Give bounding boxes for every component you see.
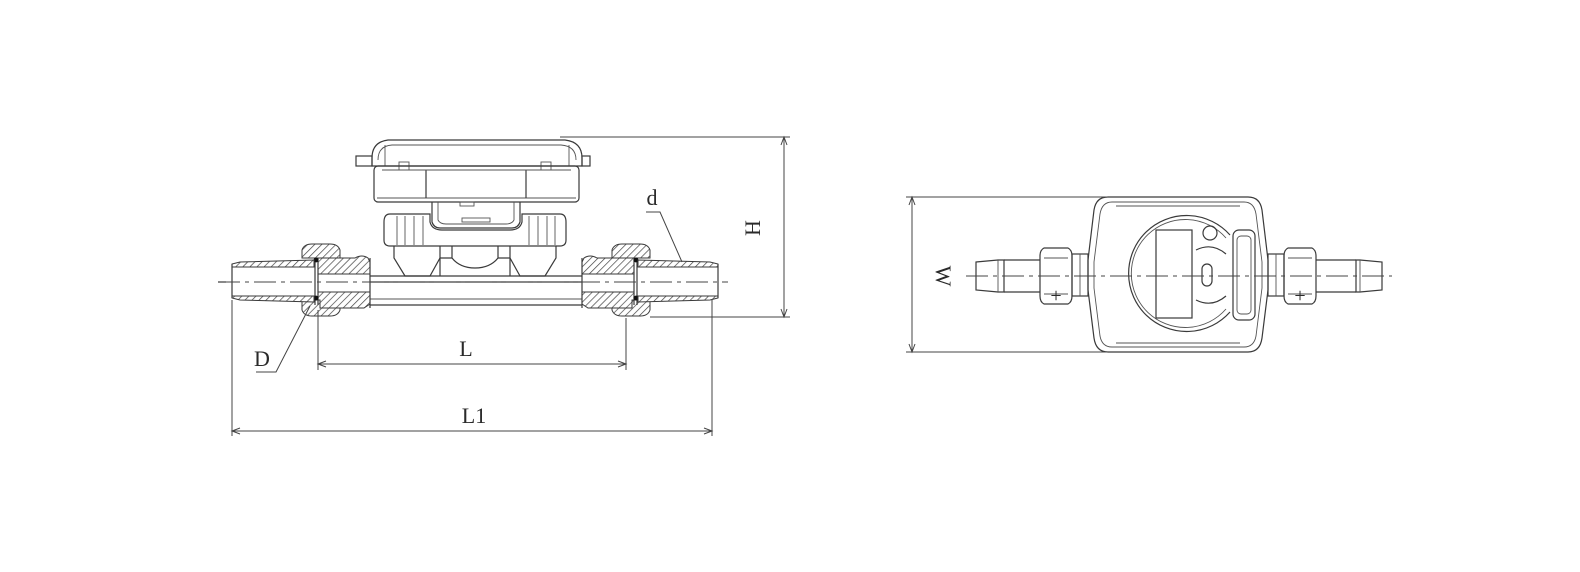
plus-mark: + bbox=[1050, 285, 1061, 307]
left-union-nut bbox=[301, 243, 341, 317]
dimension-W: W bbox=[906, 195, 1108, 354]
button-slot bbox=[1201, 263, 1213, 287]
side-view: H L L1 D d bbox=[218, 135, 790, 436]
dimension-L1: L1 bbox=[230, 300, 714, 436]
dimension-L: L bbox=[316, 310, 628, 370]
register-dial bbox=[1128, 214, 1231, 333]
label-H: H bbox=[740, 220, 765, 236]
dimension-H: H bbox=[560, 135, 790, 319]
label-d: d bbox=[647, 185, 658, 210]
housing-top bbox=[1087, 196, 1269, 353]
top-left-connector: + bbox=[975, 247, 1089, 307]
lcd-display bbox=[1155, 229, 1193, 319]
left-tailpiece bbox=[231, 259, 315, 303]
right-union-nut bbox=[611, 243, 651, 317]
side-handle bbox=[1232, 229, 1256, 321]
plus-mark: + bbox=[1294, 285, 1305, 307]
label-L: L bbox=[459, 336, 472, 361]
pipe-body bbox=[370, 275, 582, 306]
top-right-connector: + bbox=[1267, 247, 1383, 307]
top-view: + + W bbox=[906, 195, 1392, 354]
sensor-circle bbox=[1202, 225, 1218, 241]
label-L1: L1 bbox=[462, 403, 486, 428]
right-tailpiece bbox=[637, 259, 719, 303]
left-body-thread bbox=[317, 255, 371, 309]
label-D: D bbox=[254, 346, 270, 371]
register-housing bbox=[355, 139, 591, 207]
leader-D: D bbox=[254, 305, 311, 373]
label-W: W bbox=[931, 266, 956, 287]
leader-d: d bbox=[646, 185, 683, 263]
meter-body-neck bbox=[383, 202, 567, 277]
